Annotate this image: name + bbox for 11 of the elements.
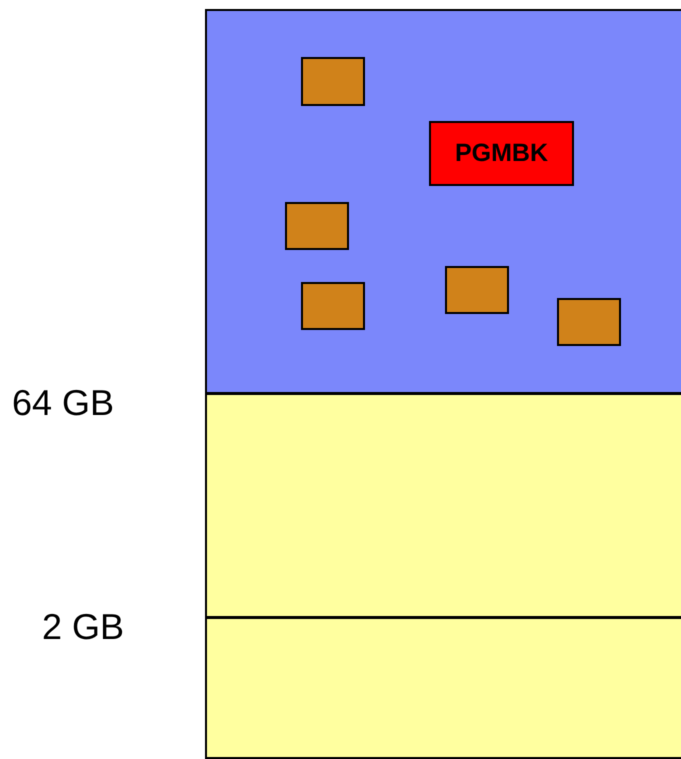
page-block: PGMBK: [429, 121, 574, 186]
address-label: 64 GB: [12, 382, 114, 424]
page-block: [445, 266, 509, 314]
page-block: [301, 282, 365, 330]
address-label: 2 GB: [42, 606, 124, 648]
page-block: [557, 298, 621, 346]
page-block: [285, 202, 349, 250]
memory-region: [205, 9, 681, 394]
page-block: [301, 57, 365, 106]
memory-region: [205, 393, 681, 618]
memory-region: [205, 617, 681, 759]
